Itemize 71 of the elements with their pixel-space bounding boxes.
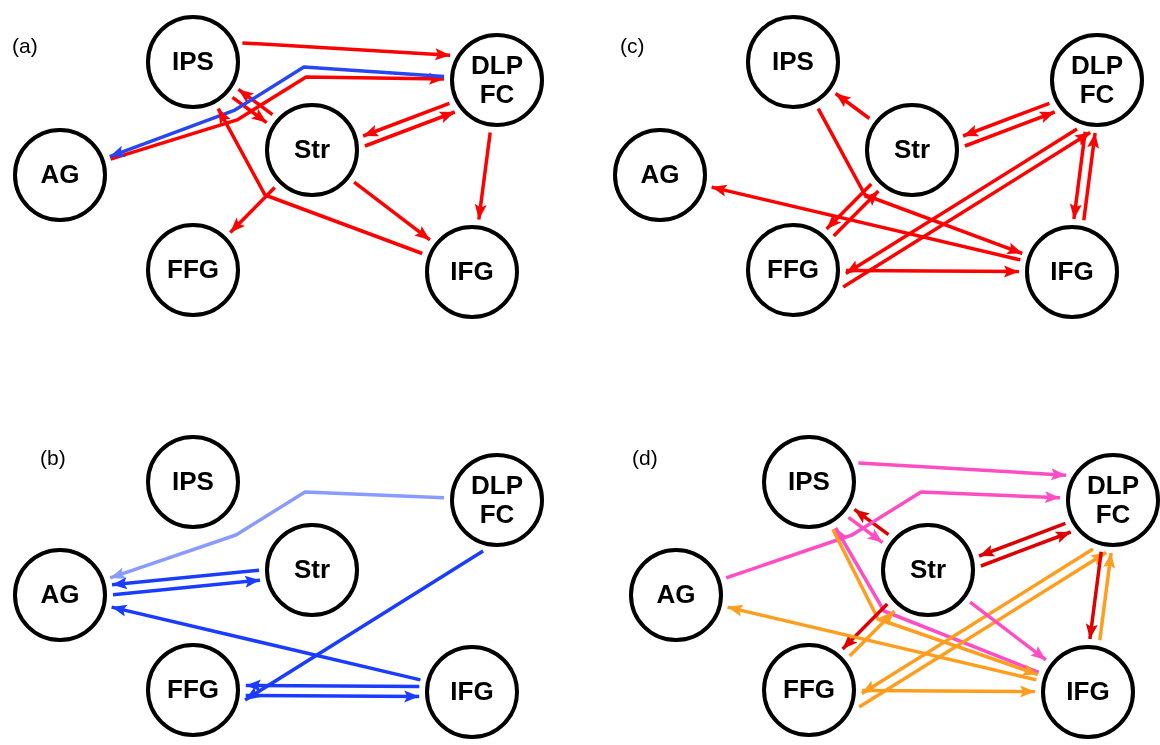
arrow — [711, 184, 1021, 262]
arrow — [727, 604, 1037, 682]
region-node: Str — [881, 523, 975, 617]
arrow — [353, 180, 431, 242]
arrow — [860, 547, 1094, 695]
arrow — [237, 88, 274, 116]
arrow — [111, 604, 421, 682]
arrow — [969, 600, 1047, 662]
arrow — [474, 132, 492, 220]
arrow — [245, 690, 420, 703]
region-node: DLP FC — [1050, 33, 1144, 127]
region-node: FFG — [146, 643, 240, 737]
panel-label: (c) — [620, 34, 645, 58]
arrow — [962, 101, 1050, 138]
arrow — [111, 568, 260, 590]
region-node: IFG — [425, 225, 519, 319]
region-node: AG — [613, 128, 707, 222]
arrow — [858, 551, 1108, 709]
region-node: DLP FC — [1066, 453, 1160, 547]
region-node: IPS — [146, 435, 240, 529]
arrow — [844, 127, 1078, 275]
arrow — [242, 41, 451, 61]
region-node: AG — [13, 548, 107, 642]
panel-label: (a) — [12, 34, 38, 58]
arrow — [1082, 132, 1100, 221]
arrow — [1069, 131, 1087, 220]
arrow — [216, 107, 423, 256]
region-node: IPS — [746, 15, 840, 109]
panel-label: (d) — [632, 446, 658, 470]
arrow — [853, 508, 890, 536]
region-node: Str — [865, 103, 959, 197]
arrow — [834, 92, 871, 120]
arrow — [964, 110, 1056, 148]
region-node: IFG — [1025, 225, 1119, 319]
arrow — [231, 96, 268, 124]
panel-label: (b) — [40, 446, 66, 470]
arrow — [112, 575, 261, 597]
arrow — [841, 602, 889, 651]
arrow — [846, 265, 1019, 278]
arrow — [362, 101, 450, 138]
arrow — [848, 609, 896, 658]
arrow — [858, 461, 1067, 481]
region-node: FFG — [746, 223, 840, 317]
arrow — [842, 131, 1092, 289]
arrow — [978, 521, 1066, 558]
region-node: FFG — [762, 643, 856, 737]
arrow — [1085, 551, 1103, 640]
region-node: Str — [265, 523, 359, 617]
region-node: IFG — [425, 645, 519, 739]
arrow — [364, 110, 456, 148]
arrow — [244, 549, 485, 702]
arrow — [832, 189, 880, 238]
arrow — [229, 186, 276, 234]
region-node: DLP FC — [450, 33, 544, 127]
region-node: IPS — [762, 435, 856, 529]
arrow — [725, 490, 1061, 580]
region-node: AG — [629, 548, 723, 642]
arrow — [245, 679, 420, 692]
arrow — [825, 182, 873, 231]
region-node: AG — [13, 128, 107, 222]
arrow — [980, 530, 1072, 568]
region-node: FFG — [146, 223, 240, 317]
region-node: Str — [265, 103, 359, 197]
arrow — [847, 516, 884, 544]
region-node: IPS — [146, 15, 240, 109]
region-node: DLP FC — [450, 453, 544, 547]
arrow — [862, 685, 1035, 698]
arrow — [816, 107, 1023, 256]
arrow — [109, 490, 445, 580]
region-node: IFG — [1041, 645, 1135, 739]
arrow — [1098, 552, 1116, 641]
